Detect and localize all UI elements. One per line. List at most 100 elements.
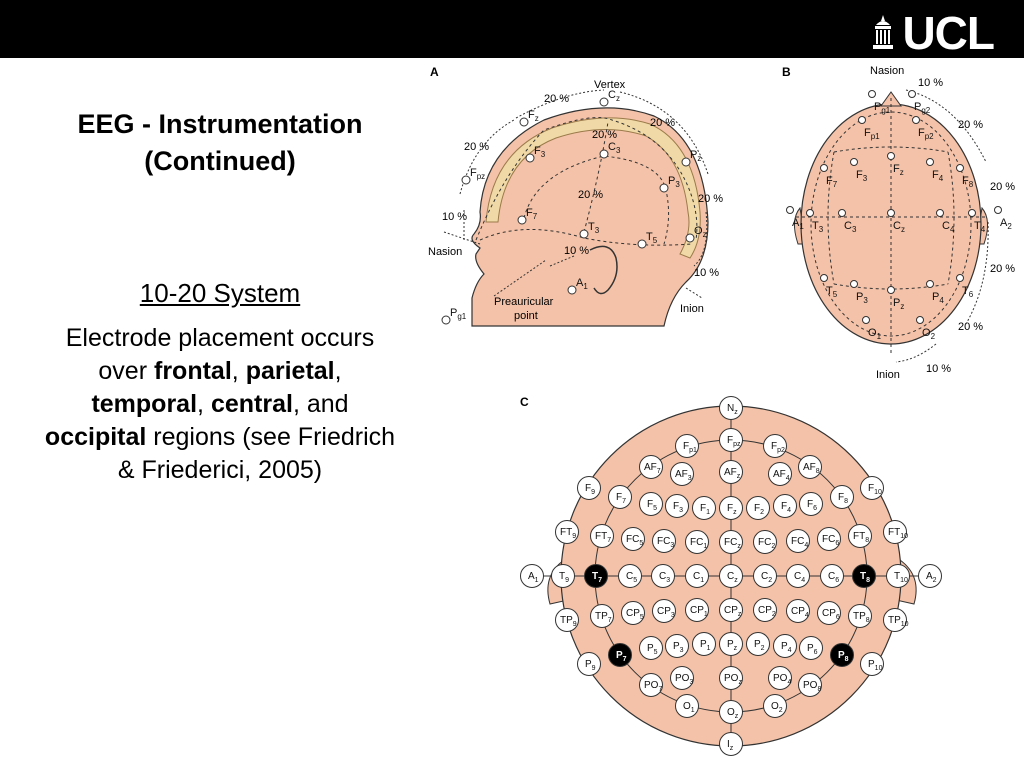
electrode-marker	[652, 529, 676, 553]
electrode-label: T9	[559, 571, 569, 584]
electrode-pg1: Pg1	[441, 307, 467, 325]
electrode-marker	[637, 239, 647, 249]
electrode-marker	[886, 564, 910, 588]
electrode-po7: PO7	[639, 673, 663, 697]
electrode-c3: C3	[838, 209, 857, 234]
electrode-marker	[850, 280, 858, 288]
electrode-marker	[862, 316, 870, 324]
electrode-label: A1	[576, 277, 588, 291]
electrode-marker	[799, 636, 823, 660]
slide-title: EEG - Instrumentation (Continued)	[40, 106, 400, 180]
electrode-label: Fp2	[771, 441, 785, 454]
electrode-label: FC2	[758, 537, 775, 550]
electrode-fc5: FC5	[621, 527, 645, 551]
electrode-label: P7	[616, 650, 627, 663]
body-bold-parietal: parietal	[245, 357, 335, 385]
electrode-fc4: FC4	[786, 529, 810, 553]
title-line-1: EEG - Instrumentation	[77, 109, 363, 139]
electrode-marker	[968, 209, 976, 217]
electrode-cp3: CP3	[652, 599, 676, 623]
electrode-label: C3	[844, 220, 857, 234]
electrode-marker	[639, 673, 663, 697]
body-text-run: regions (see Friedrich & Friederici, 200…	[117, 423, 396, 484]
electrode-a1: A1	[567, 277, 588, 295]
electrode-marker	[555, 608, 579, 632]
electrode-po4: PO4	[768, 666, 792, 690]
electrode-marker	[918, 564, 942, 588]
panel-label-a: A	[430, 65, 439, 79]
electrode-a1: A1	[786, 206, 804, 231]
electrode-marker	[786, 564, 810, 588]
electrode-label: F6	[807, 499, 817, 512]
electrode-marker	[652, 599, 676, 623]
electrode-marker	[763, 434, 787, 458]
electrode-label: Pg1	[450, 307, 467, 321]
electrode-label: Nz	[727, 403, 738, 416]
electrode-pg1: Pg1	[868, 90, 891, 115]
electrode-label: FC3	[657, 536, 674, 549]
pct-label: 20 %	[990, 181, 1015, 193]
electrode-label: FC1	[690, 537, 707, 550]
electrode-label: PO7	[644, 680, 662, 693]
electrode-label: TP10	[888, 615, 909, 628]
electrode-o1: O1	[862, 316, 882, 341]
electrode-marker	[608, 643, 632, 667]
electrode-label: P4	[781, 641, 792, 654]
electrode-marker	[887, 209, 895, 217]
electrode-label: C2	[761, 571, 772, 584]
electrode-label: Cz	[608, 89, 620, 103]
electrode-f3: F3	[525, 145, 546, 163]
electrode-o2: O2	[916, 316, 936, 341]
electrode-label: F8	[962, 175, 974, 189]
pct-label: 10 %	[442, 211, 467, 223]
electrode-label: C4	[942, 220, 955, 234]
electrode-label: F10	[868, 483, 882, 496]
electrode-label: FC4	[791, 536, 808, 549]
electrode-label: FT9	[560, 527, 576, 540]
electrode-label: Fp1	[683, 441, 697, 454]
electrode-label: T4	[974, 220, 986, 234]
head-silhouette	[471, 107, 709, 327]
electrode-marker	[746, 632, 770, 656]
body-text: Electrode placement occurs over frontal,…	[40, 322, 400, 487]
electrode-label: T8	[860, 571, 870, 584]
electrode-marker	[621, 601, 645, 625]
electrode-tp9: TP9	[555, 608, 579, 632]
electrode-label: Cz	[727, 571, 738, 584]
electrode-label: TP9	[560, 615, 577, 628]
electrode-marker	[912, 116, 920, 124]
electrode-f3: F3	[665, 494, 689, 518]
electrode-fp1: Fp1	[858, 116, 880, 141]
electrode-marker	[887, 152, 895, 160]
electrode-marker	[926, 158, 934, 166]
electrode-t7: T7	[584, 564, 608, 588]
electrode-label: F4	[781, 501, 791, 514]
electrode-marker	[685, 530, 709, 554]
electrode-label: P3	[673, 641, 684, 654]
electrode-fc3: FC3	[652, 529, 676, 553]
electrode-f4: F4	[926, 158, 944, 183]
electrode-marker	[618, 564, 642, 588]
ucl-logo: UCL	[870, 10, 995, 56]
electrode-label: F7	[826, 175, 838, 189]
electrode-c5: C5	[618, 564, 642, 588]
pct-label: 20 %	[958, 321, 983, 333]
electrode-marker	[838, 209, 846, 217]
electrode-label: Fz	[727, 503, 737, 516]
electrode-t3: T3	[806, 209, 824, 234]
electrode-label: FC6	[822, 534, 839, 547]
electrode-marker	[860, 476, 884, 500]
electrode-ft8: FT8	[848, 524, 872, 548]
electrode-f8: F8	[956, 164, 974, 189]
electrode-marker	[577, 476, 601, 500]
electrode-t5: T5	[637, 231, 658, 249]
electrode-fc2: FC2	[753, 530, 777, 554]
electrode-marker	[520, 564, 544, 588]
electrode-label: P10	[868, 659, 883, 672]
electrode-marker	[441, 315, 451, 325]
electrode-fp2: Fp2	[763, 434, 787, 458]
electrode-fpz: Fpz	[461, 167, 485, 185]
measurement-arrows	[895, 89, 989, 363]
electrode-p5: P5	[639, 636, 663, 660]
coronal-line	[583, 121, 609, 233]
